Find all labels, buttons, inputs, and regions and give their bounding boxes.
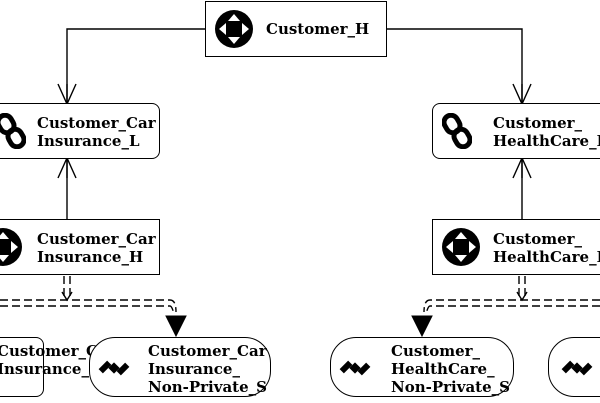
edge-hub-to-car-link-arrow: [57, 83, 77, 106]
node-car-link[interactable]: Customer_Car Insurance_L: [0, 103, 160, 159]
edge-health-hub-to-satellites-b: [423, 299, 600, 315]
edge-health-hub-fork: [516, 291, 528, 302]
node-car-satellite-nonprivate[interactable]: Customer_Car Insurance_ Non-Private_S: [89, 337, 271, 397]
node-label: Customer_Car Insurance_H: [37, 230, 156, 266]
node-label: Customer_Car Insurance_ Non-Private_S: [148, 342, 267, 396]
node-label: Customer_H: [266, 20, 370, 38]
node-health-satellite-right[interactable]: [548, 337, 600, 397]
node-label: Customer_Car Insurance_: [0, 342, 116, 378]
arrowhead-health-sat: [411, 315, 433, 338]
edge-car-hub-to-satellites-a: [63, 276, 71, 296]
node-label: Customer_ HealthCare_ Non-Private_S: [391, 342, 510, 396]
node-health-hub[interactable]: Customer_ HealthCare_H: [432, 219, 600, 275]
node-label: Customer_ HealthCare_L: [493, 114, 600, 150]
edge-health-hub-to-health-link-arrow: [512, 156, 532, 179]
node-health-satellite-nonprivate[interactable]: Customer_ HealthCare_ Non-Private_S: [330, 337, 514, 397]
hub-icon: [215, 10, 253, 48]
chain-link-icon: [442, 113, 472, 149]
satellite-icon: [97, 351, 131, 385]
edge-car-hub-fork: [61, 291, 73, 302]
edge-health-hub-to-satellites-a: [518, 276, 526, 296]
edge-hub-to-health-link: [386, 28, 523, 104]
edge-hub-to-health-link-arrow: [512, 83, 532, 106]
hub-icon: [442, 228, 480, 266]
node-label: Customer_ HealthCare_H: [493, 230, 600, 266]
node-health-link[interactable]: Customer_ HealthCare_L: [432, 103, 600, 159]
hub-icon: [0, 228, 22, 266]
edge-car-hub-to-car-link-arrow: [57, 156, 77, 179]
chain-link-icon: [0, 113, 26, 149]
arrowhead-car-sat: [165, 315, 187, 338]
node-car-satellite-left[interactable]: Customer_Car Insurance_: [0, 337, 116, 397]
edge-hub-to-car-link: [66, 28, 205, 104]
satellite-icon: [338, 351, 372, 385]
edge-car-hub-to-satellites-b: [0, 299, 177, 315]
node-label: Customer_Car Insurance_L: [37, 114, 156, 150]
node-customer-h[interactable]: Customer_H: [205, 1, 387, 57]
node-car-hub[interactable]: Customer_Car Insurance_H: [0, 219, 160, 275]
satellite-icon: [561, 360, 593, 376]
